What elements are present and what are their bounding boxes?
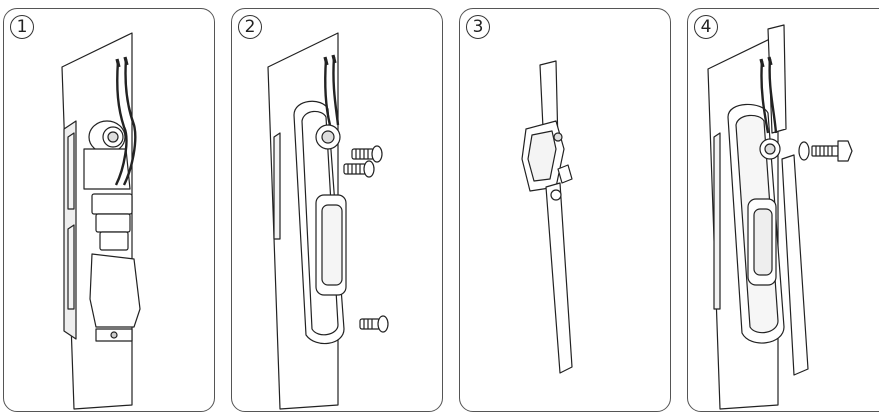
- step-1-illustration: [4, 9, 215, 412]
- step-2-illustration: [232, 9, 443, 412]
- screw-middle: [344, 161, 374, 177]
- bolt: [812, 141, 852, 161]
- screw-bottom: [360, 316, 388, 332]
- washer: [799, 142, 809, 160]
- step-4-illustration: [688, 9, 879, 412]
- frame-rail-lower: [782, 155, 808, 375]
- step-panel-4: 4: [687, 8, 879, 412]
- step-number-1: 1: [10, 15, 34, 39]
- step-panel-1: 1: [3, 8, 215, 412]
- screw-top: [352, 146, 382, 162]
- step-number-4: 4: [694, 15, 718, 39]
- frame-rail-lower: [546, 183, 572, 373]
- switch-block: [92, 194, 132, 214]
- step-number-3: 3: [466, 15, 490, 39]
- lock-housing-lower: [90, 254, 140, 327]
- step-number-2: 2: [238, 15, 262, 39]
- step-panel-3: 3: [459, 8, 671, 412]
- step-panel-2: 2: [231, 8, 443, 412]
- step-3-illustration: [460, 9, 671, 412]
